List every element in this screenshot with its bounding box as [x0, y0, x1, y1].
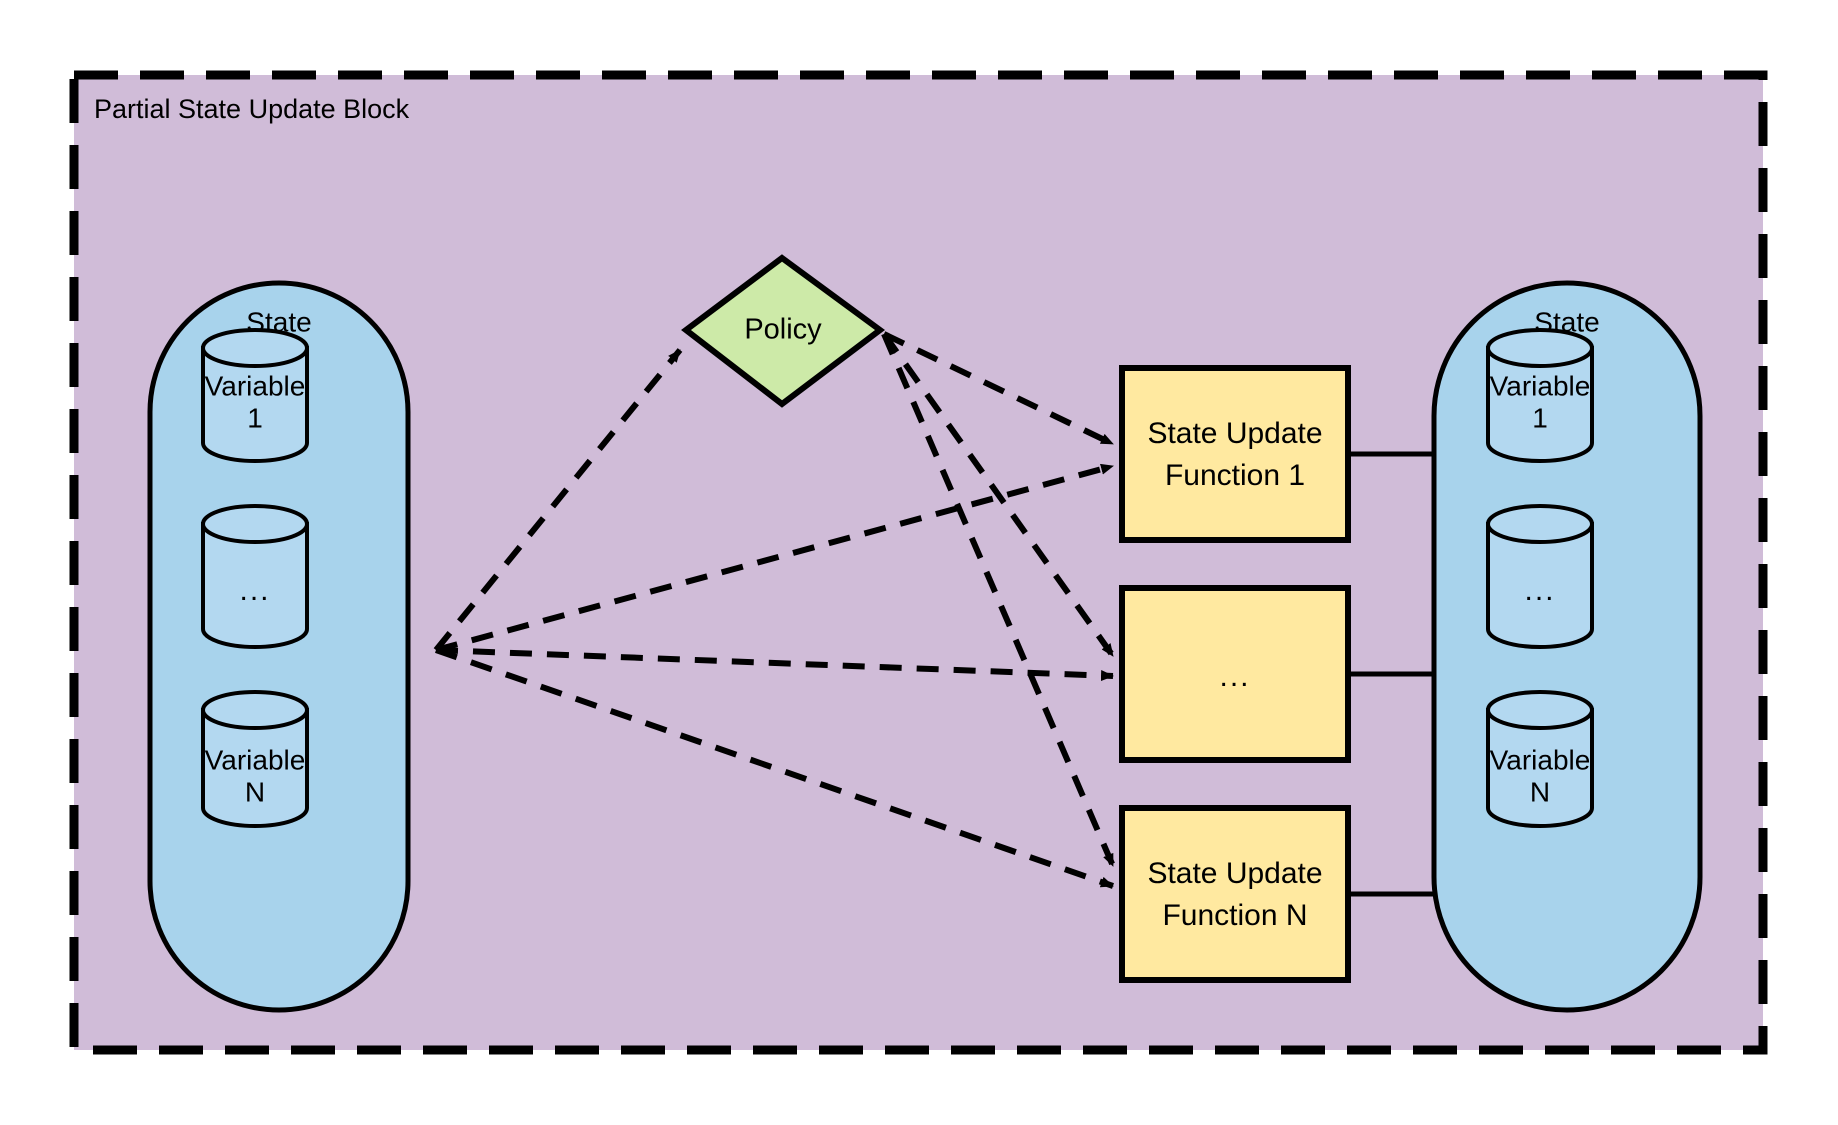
input-variable-1-cylinder: Variable 1 [201, 328, 309, 463]
input-variable-1-label-line2: 1 [247, 402, 263, 433]
policy-node[interactable]: Policy [681, 254, 886, 408]
output-variable-1-label-line2: 1 [1532, 402, 1548, 433]
output-variable-ellipsis-cylinder: ... [1486, 504, 1594, 649]
state-update-function-1-label-line1: State Update [1147, 417, 1322, 450]
edge-state-to-policy [433, 348, 683, 652]
state-update-function-middle-box [1119, 585, 1351, 763]
policy-label: Policy [744, 314, 822, 346]
edges-policy-outgoing [881, 331, 1116, 868]
edge-policy-to-function-n [881, 332, 1116, 868]
edge-state-to-function-n [435, 647, 1114, 889]
input-variable-ellipsis-cylinder: ... [201, 504, 309, 649]
input-variable-ellipsis-label: ... [239, 574, 270, 607]
output-variable-n-cylinder: Variable N [1486, 690, 1594, 828]
output-variable-1-cylinder: Variable 1 [1486, 328, 1594, 463]
input-variable-n-label-line1: Variable [205, 744, 306, 775]
policy-diamond-shape [681, 254, 886, 408]
input-variable-n-cylinder: Variable N [201, 690, 309, 828]
edge-policy-to-function-1 [882, 331, 1115, 447]
state-update-function-n-box [1119, 805, 1351, 983]
edge-state-to-function-middle [435, 647, 1114, 682]
output-state-container [1431, 280, 1703, 1013]
edge-policy-to-function-middle [881, 332, 1116, 658]
block-title: Partial State Update Block [94, 94, 410, 124]
state-update-function-n-label-line1: State Update [1147, 857, 1322, 890]
edge-state-to-function-1 [435, 463, 1114, 653]
output-variable-1-label-line1: Variable [1490, 370, 1591, 401]
state-update-function-middle[interactable]: ... [1119, 585, 1351, 763]
state-update-function-1[interactable]: State Update Function 1 [1119, 365, 1351, 543]
output-variable-ellipsis-label: ... [1524, 574, 1555, 607]
input-variable-1-label-line1: Variable [205, 370, 306, 401]
state-update-function-1-label-line2: Function 1 [1165, 459, 1305, 492]
edges-state-outgoing [433, 348, 1114, 889]
output-state-group: State Variable 1 ... Variable N [1431, 280, 1703, 1013]
state-update-function-n[interactable]: State Update Function N [1119, 805, 1351, 983]
state-update-function-n-label-line2: Function N [1162, 899, 1307, 932]
input-variable-n-label-line2: N [245, 776, 265, 807]
output-variable-n-label-line2: N [1530, 776, 1550, 807]
state-update-function-middle-label: ... [1219, 660, 1250, 693]
state-update-function-1-box [1119, 365, 1351, 543]
output-variable-n-label-line1: Variable [1490, 744, 1591, 775]
input-state-group: State Variable 1 ... Variable N [147, 280, 411, 1013]
